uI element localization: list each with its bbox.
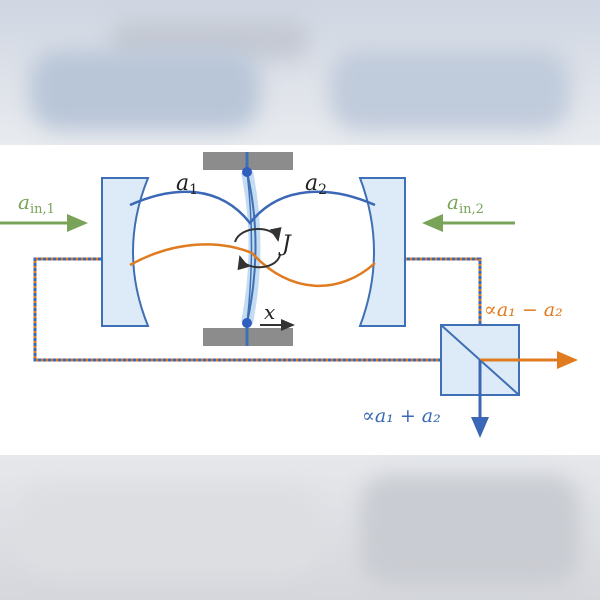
output-path-orange-dots <box>33 257 440 362</box>
input-left-label: ain,1 <box>18 190 55 217</box>
coupling-arrow-bottom <box>237 254 281 271</box>
membrane-inner <box>246 171 253 324</box>
membrane-top-anchor <box>242 167 252 177</box>
blurred-shape <box>360 475 580 585</box>
mode-a2-label: a2 <box>305 171 327 198</box>
membrane-outer <box>246 171 257 324</box>
mode-a2-curve <box>129 243 376 288</box>
output-sum-label: ∝a₁ + a₂ <box>362 405 441 427</box>
input-right-label: ain,2 <box>447 190 484 217</box>
membrane-bottom-anchor <box>242 318 252 328</box>
right-output-path-orange-dots <box>405 257 482 325</box>
blurred-background-bottom <box>0 455 600 600</box>
coupled-cavity-diagram: ain,1 ain,2 a1 a2 J x ∝a₁ − a₂ ∝a₁ + a₂ <box>0 145 600 455</box>
mode-a1-label: a1 <box>176 171 198 198</box>
displacement-label: x <box>264 300 275 324</box>
output-difference-label: ∝a₁ − a₂ <box>484 299 563 321</box>
mode-a1-curve <box>129 190 376 226</box>
blurred-background-top <box>0 0 600 145</box>
right-cavity-mirror <box>358 177 406 327</box>
blurred-shape <box>330 50 570 130</box>
left-cavity-mirror <box>101 177 150 327</box>
diagram-svg: ain,1 ain,2 a1 a2 J x ∝a₁ − a₂ ∝a₁ + a₂ <box>0 152 578 438</box>
blurred-shape <box>30 50 260 130</box>
coupling-arrow-top <box>234 227 282 243</box>
blurred-shape <box>20 485 320 575</box>
coupling-label: J <box>278 232 292 257</box>
right-output-path-blue <box>405 257 482 325</box>
